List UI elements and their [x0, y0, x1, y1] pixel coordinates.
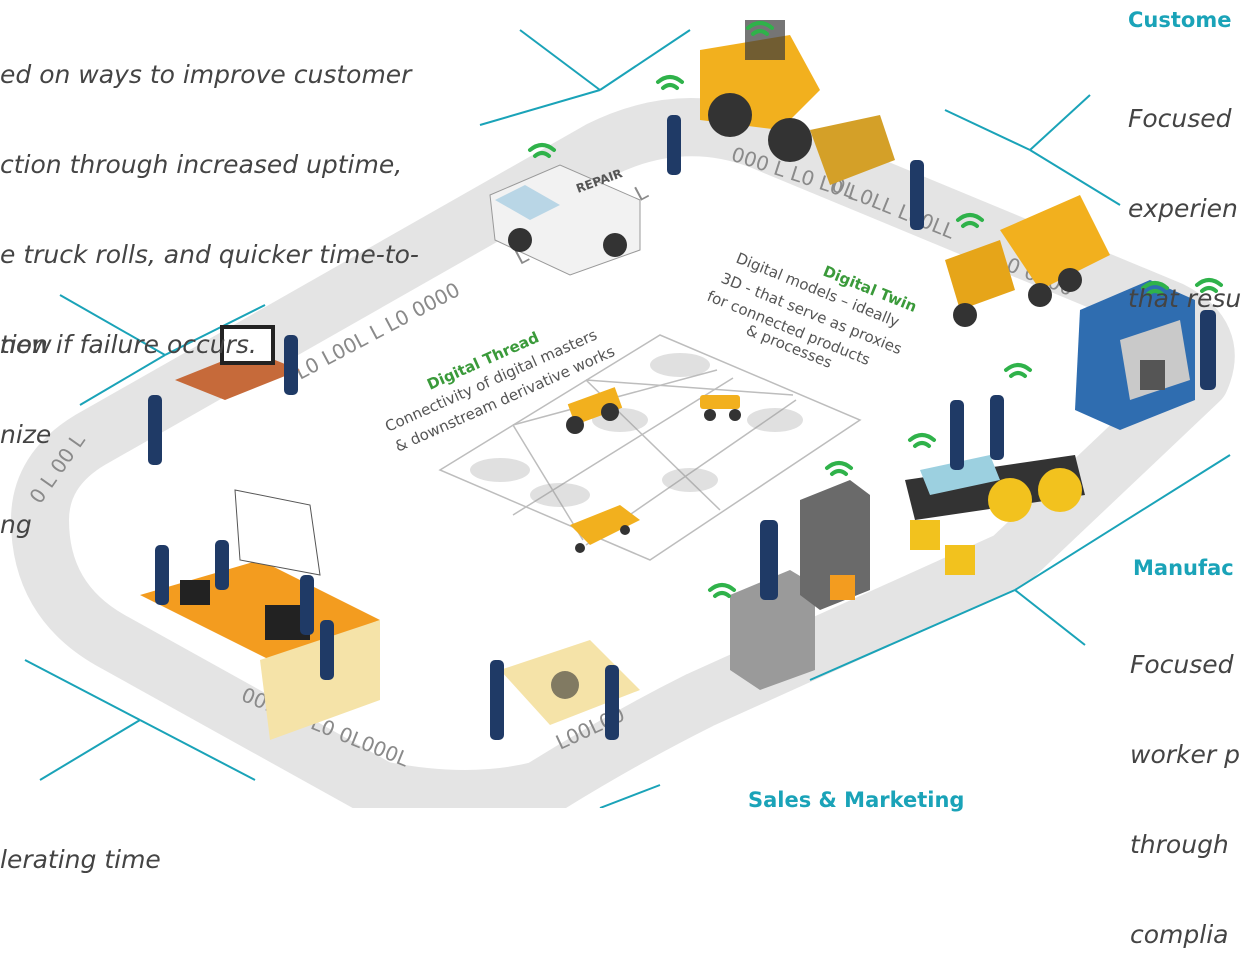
wifi-icon: [746, 21, 774, 36]
customer-heading: Custome: [1128, 8, 1232, 32]
3d-printer-icon: [730, 480, 870, 690]
road-loop: [11, 98, 1235, 808]
sales-marketing-heading: Sales & Marketing: [748, 788, 965, 812]
grid-dump-truck-icon: [570, 505, 640, 553]
dump-truck-icon: [945, 195, 1110, 327]
wifi-icon: [1004, 363, 1032, 378]
milling-machine-icon: [1075, 280, 1195, 430]
assembly-line-icon: [905, 455, 1085, 575]
office-desk-icon: [175, 325, 300, 400]
customer-body-text: Focused experien that resu: [1128, 104, 1242, 313]
wheel-loader-icon: [700, 20, 895, 185]
manufacturing-body-text: Focused worker p through complia: [1130, 650, 1240, 949]
wifi-icons: [528, 21, 1223, 598]
wifi-icon: [908, 433, 936, 448]
digital-thread-diagram: L0 0000 L L0 L L0 L00L L L0 0000 000 L L…: [11, 20, 1235, 808]
people-figures: [148, 115, 1216, 740]
left-mid-text: new nize ng: [0, 330, 52, 539]
sales-desk-icon: [500, 640, 640, 725]
wifi-icon: [1195, 278, 1223, 293]
callout-line-left-mid: [59, 294, 166, 356]
top-left-text: ed on ways to improve customer ction thr…: [0, 60, 419, 359]
wifi-icon: [956, 213, 984, 228]
callout-line-bottom-left: [24, 659, 141, 721]
grid-robot-icon: [700, 395, 741, 421]
bottom-left-text: lerating time: [0, 845, 161, 874]
wifi-icon: [825, 461, 853, 476]
wifi-icon: [1141, 281, 1169, 296]
wifi-icon: [708, 583, 736, 598]
callout-line-top-right: [944, 109, 1031, 151]
wifi-icon: [528, 143, 556, 158]
callout-line-bottom-center: [599, 784, 661, 808]
manufacturing-heading: Manufac: [1133, 556, 1234, 580]
callout-line-top-left: [519, 29, 601, 91]
grid-loader-icon: [566, 387, 623, 434]
callout-line-bottom-right: [1014, 589, 1086, 646]
wifi-icon: [656, 75, 684, 90]
